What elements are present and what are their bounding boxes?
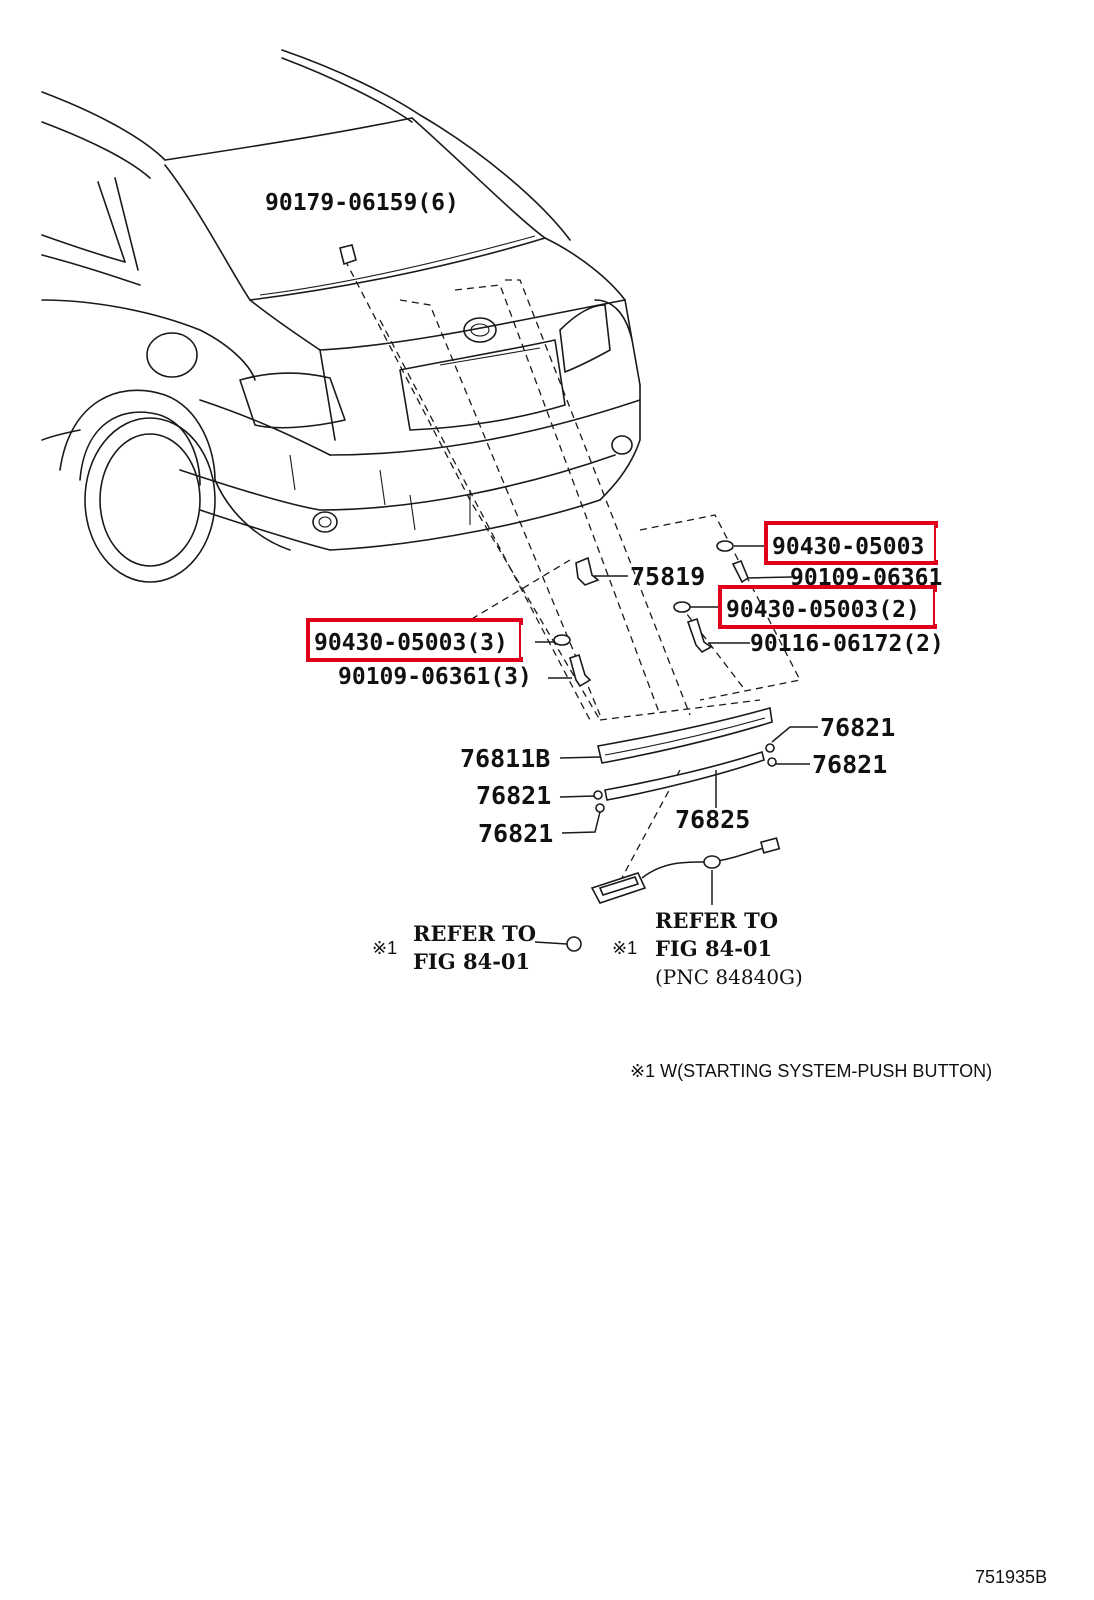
label-90430-05003-left: 90430-05003(3) [314, 630, 508, 656]
ref-left-line1: REFER TO [413, 921, 536, 946]
label-76821-c: 76821 [476, 781, 551, 810]
screw-90109-left-icon [569, 653, 592, 688]
clip-75819-icon [575, 556, 600, 586]
clip-76821-b-icon [767, 757, 777, 767]
ref-right-mark: ※1 [612, 938, 637, 958]
label-75819: 75819 [630, 562, 705, 591]
footnote: ※1 W(STARTING SYSTEM-PUSH BUTTON) [630, 1061, 992, 1081]
label-90116-06172: 90116-06172(2) [750, 631, 944, 657]
ref-right-line3: (PNC 84840G) [655, 965, 803, 989]
label-90430-05003-r2: 90430-05003(2) [726, 597, 920, 623]
screw-90116-icon [686, 617, 713, 654]
label-90430-05003-r1: 90430-05003 [772, 534, 924, 560]
nut-90430-left-icon [553, 634, 571, 646]
screw-switch-icon [566, 936, 582, 952]
parts [339, 244, 781, 952]
nut-90430-r2-icon [673, 601, 691, 613]
label-76825: 76825 [675, 805, 750, 834]
ref-right-line1: REFER TO [655, 908, 778, 933]
bolt-90179-icon [339, 244, 357, 266]
label-76821-d: 76821 [478, 819, 553, 848]
ref-left-mark: ※1 [372, 938, 397, 958]
screw-90109-r1-icon [731, 559, 749, 584]
label-76821-b: 76821 [812, 750, 887, 779]
label-90179-06159: 90179-06159(6) [265, 190, 459, 216]
nut-90430-r1-icon [716, 540, 734, 552]
label-90109-06361-left: 90109-06361(3) [338, 664, 532, 690]
clip-76821-d-icon [595, 803, 605, 813]
connector-icon [759, 837, 781, 854]
clip-76821-a-icon [765, 743, 775, 753]
refer-notes: ※1 REFER TO FIG 84-01 ※1 REFER TO FIG 84… [372, 908, 803, 989]
label-76821-a: 76821 [820, 713, 895, 742]
label-76811b: 76811B [460, 744, 550, 773]
diagram-id: 751935B [975, 1567, 1047, 1587]
ref-left-line2: FIG 84-01 [413, 949, 530, 974]
ref-right-line2: FIG 84-01 [655, 936, 772, 961]
explosion-lines [344, 259, 801, 901]
strip-76825-icon [604, 750, 765, 801]
car-rear-illustration [41, 49, 641, 583]
leader-lines [522, 545, 818, 945]
garnish-76811b-icon [597, 706, 773, 764]
clip-76821-c-icon [593, 790, 603, 800]
